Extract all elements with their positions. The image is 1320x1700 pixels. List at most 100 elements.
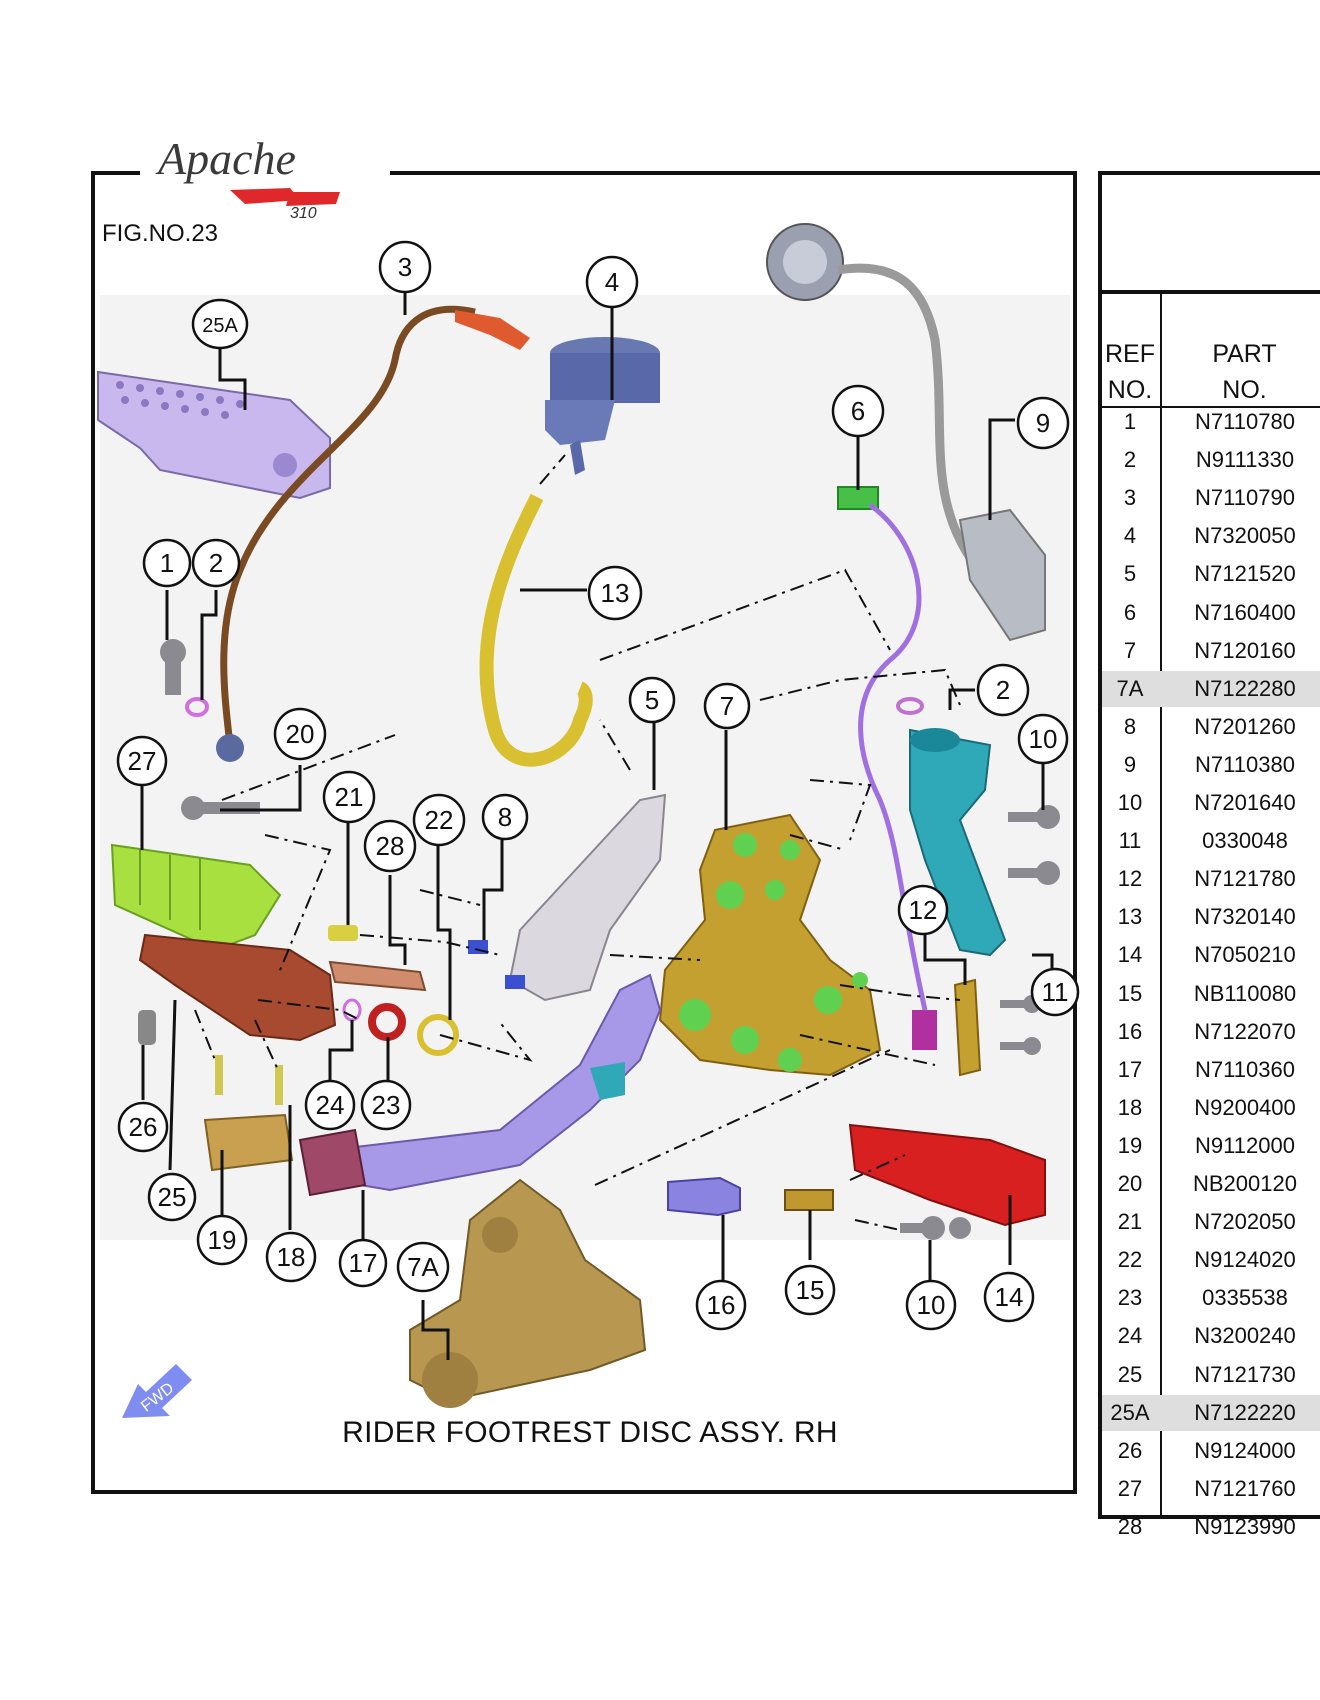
part-no-cell: N9200400 <box>1194 1094 1296 1120</box>
part-7a-alt-bracket <box>409 1178 647 1408</box>
svg-text:1: 1 <box>160 548 174 578</box>
table-row: 6 N7160400 <box>1102 595 1320 631</box>
part-2-o-ring-right <box>896 697 924 715</box>
svg-text:13: 13 <box>601 578 630 608</box>
svg-text:10: 10 <box>917 1290 946 1320</box>
svg-text:11: 11 <box>1042 977 1069 1007</box>
ref-no-cell: 10 <box>1117 790 1143 815</box>
ref-no-cell: 19 <box>1117 1132 1143 1158</box>
callout-26 <box>117 1101 169 1153</box>
part-no-cell: N7121730 <box>1194 1361 1296 1387</box>
callout-7 <box>703 682 751 730</box>
part-no-cell: N7122070 <box>1194 1018 1296 1044</box>
part-no-cell: N7160400 <box>1194 599 1296 625</box>
header-rule <box>1098 406 1320 408</box>
header-part-line2: NO. <box>1222 376 1267 404</box>
svg-text:26: 26 <box>129 1112 158 1142</box>
part-28-plate <box>328 960 427 992</box>
ref-no-cell: 7A <box>1116 675 1144 701</box>
svg-text:10: 10 <box>1029 724 1058 754</box>
ref-no-cell: 28 <box>1117 1513 1143 1539</box>
svg-text:2: 2 <box>209 548 223 578</box>
ref-no-cell: 16 <box>1117 1018 1143 1044</box>
ref-no-cell: 13 <box>1117 904 1143 930</box>
part-7-main-bracket <box>658 813 882 1077</box>
figure-number: FIG.NO.23 <box>102 220 219 247</box>
part-no-cell: N3200240 <box>1194 1323 1296 1349</box>
svg-text:6: 6 <box>851 396 865 426</box>
part-no-cell: N7201260 <box>1194 713 1296 739</box>
table-row: 17 N7110360 <box>1102 1052 1320 1088</box>
svg-text:25: 25 <box>158 1182 187 1212</box>
header-ref-line1: REF <box>1105 340 1155 368</box>
svg-text:310: 310 <box>290 205 317 220</box>
svg-text:19: 19 <box>208 1225 237 1255</box>
callout-16 <box>695 1279 747 1331</box>
part-no-cell: N7320140 <box>1194 904 1296 930</box>
ref-no-cell: 3 <box>1123 485 1137 511</box>
part-2-o-ring-left <box>185 697 209 717</box>
part-no-cell: N7121520 <box>1194 561 1296 587</box>
callout-3 <box>378 240 432 294</box>
part-12-switch-bracket <box>953 978 982 1077</box>
ref-no-cell: 15 <box>1117 980 1143 1006</box>
ref-no-cell: 1 <box>1123 409 1137 434</box>
part-no-cell: N7121760 <box>1194 1475 1296 1501</box>
ref-no-cell: 4 <box>1123 523 1137 549</box>
callout-10-right <box>1017 713 1069 765</box>
ref-no-cell: 27 <box>1117 1475 1143 1501</box>
table-row: 13 N7320140 <box>1102 899 1320 935</box>
ref-no-cell: 25 <box>1117 1361 1143 1387</box>
callout-28 <box>363 819 417 873</box>
table-column-divider <box>1160 293 1162 1515</box>
ref-no-cell: 5 <box>1123 561 1137 587</box>
svg-text:4: 4 <box>605 267 619 297</box>
part-27-footrest-rubber <box>110 843 282 952</box>
part-no-cell: NB200120 <box>1193 1171 1297 1196</box>
callout-22 <box>412 793 466 847</box>
part-17-pedal-peg <box>298 1128 367 1197</box>
svg-text:9: 9 <box>1036 408 1050 438</box>
fwd-arrow-icon: FWD <box>122 1364 192 1418</box>
part-no-cell: N7320050 <box>1194 523 1296 549</box>
ref-no-cell: 25A <box>1110 1399 1150 1425</box>
callout-circles <box>116 240 1080 1331</box>
part-13-reservoir-hose <box>479 493 593 767</box>
part-no-cell: N7122280 <box>1194 675 1296 701</box>
part-no-cell: N7110360 <box>1195 1056 1295 1082</box>
table-row: 16 N7122070 <box>1102 1014 1320 1050</box>
callout-13 <box>587 565 643 621</box>
svg-text:3: 3 <box>398 252 412 282</box>
ref-no-cell: 8 <box>1123 713 1137 739</box>
svg-text:22: 22 <box>425 805 454 835</box>
callout-23 <box>360 1079 412 1131</box>
ref-no-cell: 24 <box>1117 1323 1143 1349</box>
ref-no-cell: 17 <box>1117 1056 1143 1082</box>
svg-text:27: 27 <box>128 746 157 776</box>
callout-24 <box>304 1079 356 1131</box>
figure-caption: RIDER FOOTREST DISC ASSY. RH <box>342 1416 838 1449</box>
ref-no-cell: 6 <box>1123 599 1137 625</box>
part-25-footrest-base <box>138 933 337 1042</box>
callout-20 <box>273 707 327 761</box>
part-no-cell: N7120160 <box>1194 637 1296 663</box>
svg-text:5: 5 <box>645 685 659 715</box>
table-row: 8 N7201260 <box>1102 709 1320 745</box>
callout-25 <box>147 1172 197 1222</box>
part-1-bolt <box>160 639 186 695</box>
svg-text:17: 17 <box>349 1248 378 1278</box>
callout-10-bottom <box>905 1279 957 1331</box>
svg-text:12: 12 <box>909 895 938 925</box>
header-part-line1: PART <box>1212 340 1277 368</box>
svg-text:28: 28 <box>376 831 405 861</box>
